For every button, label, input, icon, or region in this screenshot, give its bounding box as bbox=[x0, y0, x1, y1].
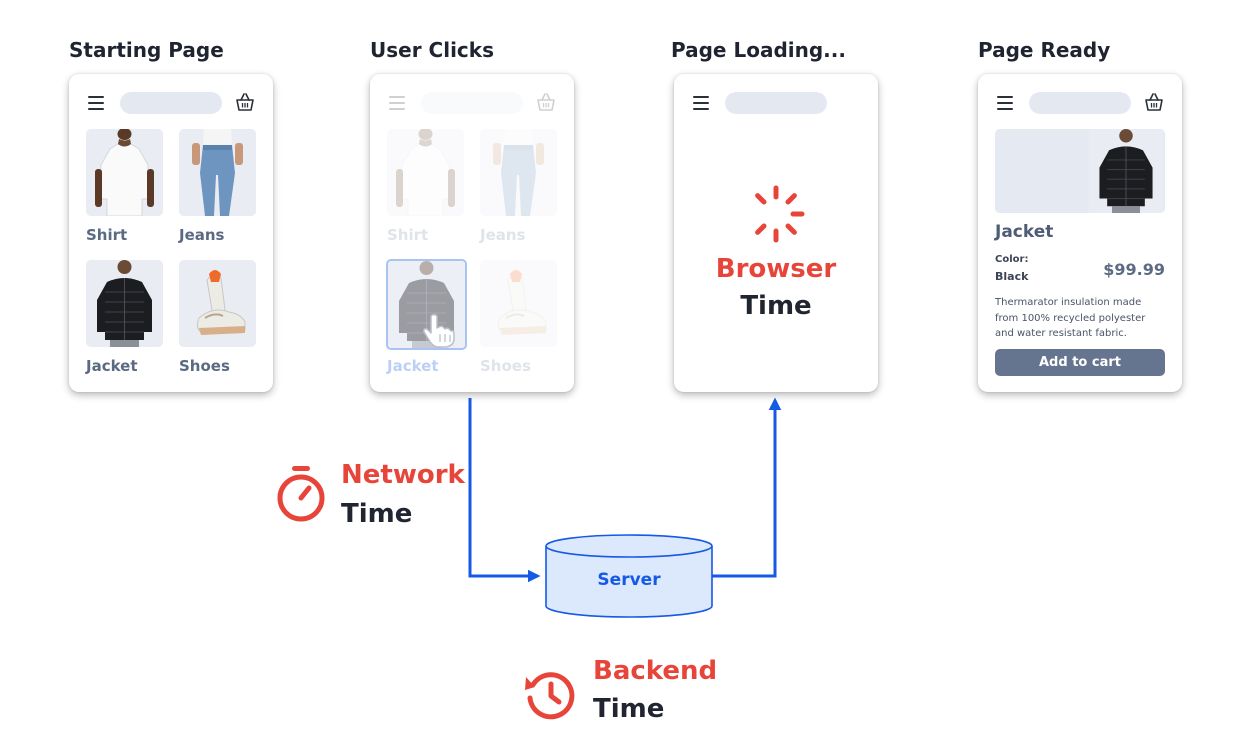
backend-time-label: Backend bbox=[593, 656, 718, 686]
product-image-shoes[interactable] bbox=[179, 260, 256, 347]
menu-icon[interactable] bbox=[389, 96, 405, 110]
server-label: Server bbox=[597, 570, 661, 590]
product-image-shoes[interactable] bbox=[480, 260, 557, 347]
network-time-label: Network bbox=[341, 460, 465, 490]
product-image-shirt[interactable] bbox=[86, 129, 163, 216]
stage-title-ready: Page Ready bbox=[978, 38, 1111, 62]
stage-title-loading: Page Loading... bbox=[671, 38, 846, 62]
product-image-jacket[interactable] bbox=[86, 260, 163, 347]
product-label-shirt[interactable]: Shirt bbox=[387, 226, 429, 244]
product-description: Thermarator insulation made from 100% re… bbox=[995, 297, 1146, 339]
request-arrow bbox=[468, 398, 541, 583]
search-bar[interactable] bbox=[1029, 92, 1131, 114]
product-label-shoes[interactable]: Shoes bbox=[480, 357, 531, 375]
phone-starting-page: Shirt Jeans Jacket Shoes bbox=[69, 74, 273, 392]
loading-spinner-icon bbox=[755, 185, 805, 243]
product-image-jeans[interactable] bbox=[480, 129, 557, 216]
product-label-jeans[interactable]: Jeans bbox=[480, 226, 526, 244]
browser-time-sublabel: Time bbox=[740, 291, 812, 321]
product-image-shirt[interactable] bbox=[387, 129, 464, 216]
basket-icon[interactable] bbox=[536, 93, 556, 111]
product-hero-image bbox=[995, 129, 1165, 213]
network-time-sublabel: Time bbox=[341, 499, 413, 529]
color-value: Black bbox=[995, 270, 1029, 283]
browser-time-label: Browser bbox=[715, 254, 837, 284]
product-label-jacket-selected[interactable]: Jacket bbox=[387, 357, 439, 375]
backend-time-sublabel: Time bbox=[593, 694, 665, 724]
product-label-jacket[interactable]: Jacket bbox=[86, 357, 138, 375]
history-clock-icon bbox=[525, 672, 575, 720]
menu-icon[interactable] bbox=[997, 96, 1013, 110]
basket-icon[interactable] bbox=[1144, 93, 1164, 111]
phone-user-clicks: Shirt Jeans Shoes Jacket bbox=[370, 74, 574, 392]
basket-icon[interactable] bbox=[235, 93, 255, 111]
add-to-cart-button[interactable]: Add to cart bbox=[995, 349, 1165, 376]
product-image-jeans[interactable] bbox=[179, 129, 256, 216]
pointer-hand-icon bbox=[423, 313, 455, 348]
product-price: $99.99 bbox=[1103, 260, 1165, 279]
response-arrow bbox=[712, 397, 782, 578]
stage-title-user-clicks: User Clicks bbox=[370, 38, 494, 62]
menu-icon[interactable] bbox=[88, 96, 104, 110]
color-label: Color: bbox=[995, 254, 1029, 265]
phone-page-ready: Jacket Color: Black $99.99 Thermarator i… bbox=[978, 74, 1182, 392]
menu-icon[interactable] bbox=[693, 96, 709, 110]
phone-page-loading: Browser Time bbox=[674, 74, 878, 392]
stage-title-starting: Starting Page bbox=[69, 38, 224, 62]
search-bar[interactable] bbox=[725, 92, 827, 114]
product-title: Jacket bbox=[995, 222, 1054, 242]
product-label-shirt[interactable]: Shirt bbox=[86, 226, 128, 244]
product-label-jeans[interactable]: Jeans bbox=[179, 226, 225, 244]
search-bar[interactable] bbox=[120, 92, 222, 114]
stopwatch-icon bbox=[277, 466, 325, 522]
product-label-shoes[interactable]: Shoes bbox=[179, 357, 230, 375]
search-bar[interactable] bbox=[421, 92, 523, 114]
